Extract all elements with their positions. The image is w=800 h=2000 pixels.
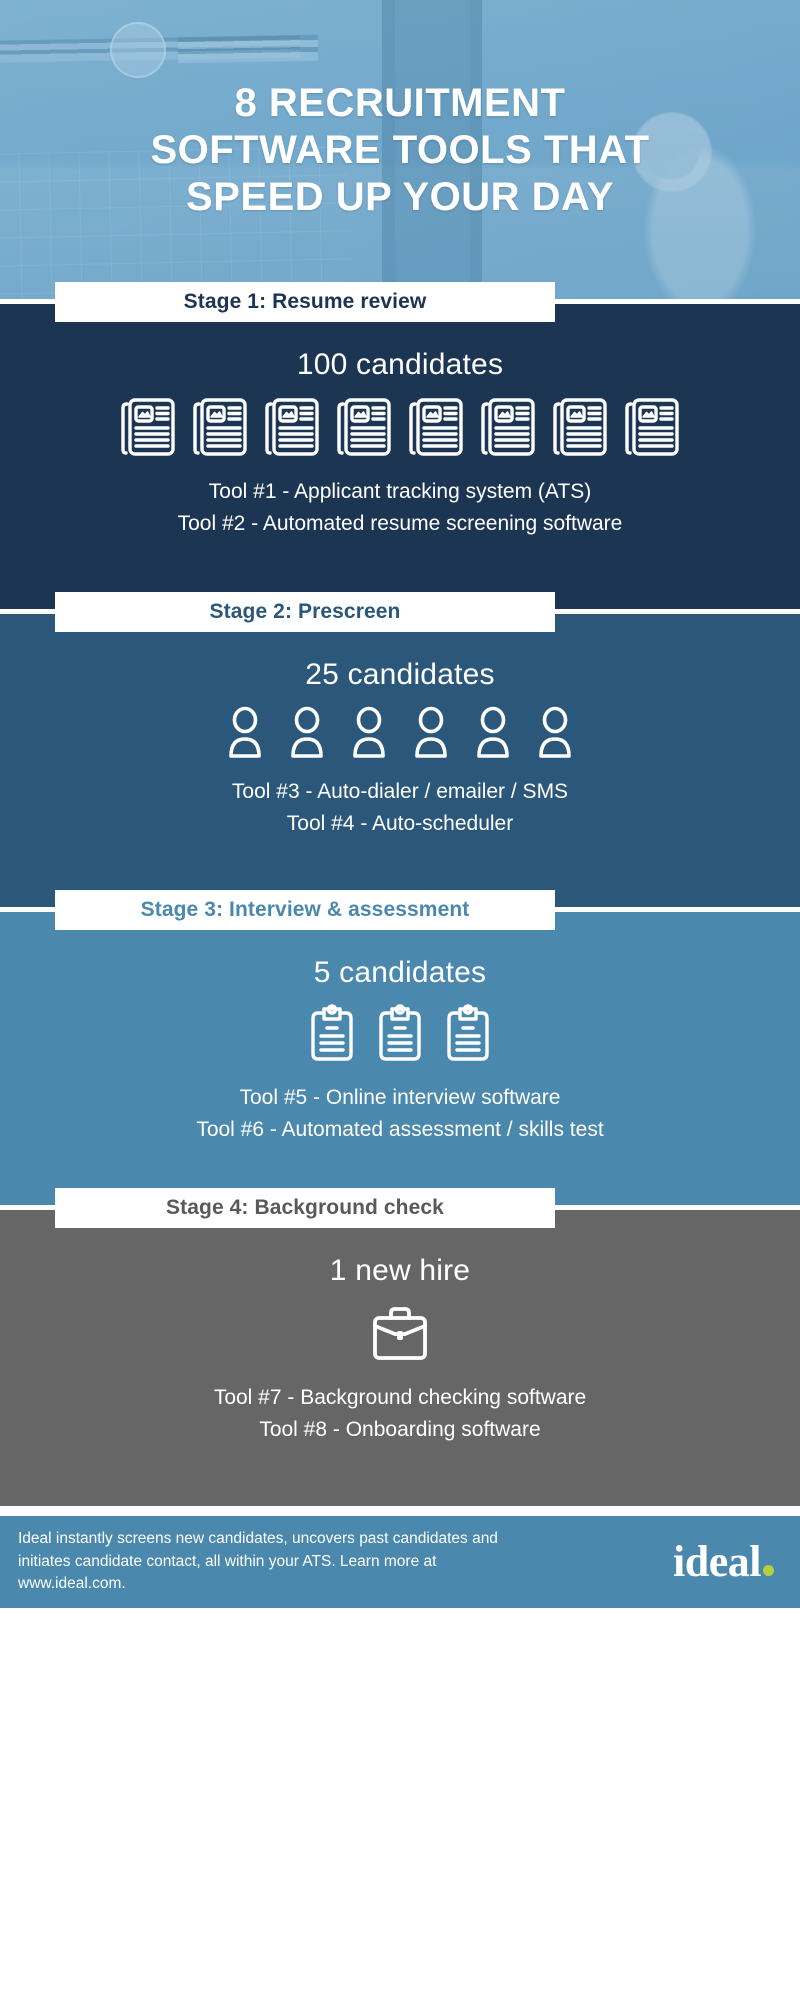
stage-label-text-3: Stage 3: Interview & assessment [140,898,470,921]
stage-content-4: 1 new hire Tool #7 - Background checking… [0,1208,800,1472]
tool-item: Tool #2 - Automated resume screening sof… [177,511,623,535]
stage-section-2: Stage 2: Prescreen 25 candidates [0,592,800,910]
stage-content-1: 100 candidates [0,302,800,566]
candidate-count-2: 25 candidates [305,658,495,691]
footer-description: Ideal instantly screens new candidates, … [18,1530,498,1593]
stage-label-bar-4: Stage 4: Background check [55,1188,555,1228]
clipboard-icon [379,1004,421,1061]
tool-item: Tool #7 - Background checking software [213,1386,587,1409]
stage-content-3: 5 candidates [0,910,800,1172]
resume-document-icon [553,398,607,456]
clipboard-icon [447,1004,489,1061]
stage-label-text-1: Stage 1: Resume review [183,290,427,313]
tools-list-3: Tool #5 - Online interview software Tool… [0,1082,800,1146]
ideal-logo-dot-icon [763,1565,774,1576]
tools-list-2: Tool #3 - Auto-dialer / emailer / SMS To… [0,776,800,840]
page-title-line-2: SOFTWARE TOOLS THAT [150,128,650,173]
candidate-count-1: 100 candidates [296,348,504,381]
page-title-line-1: 8 RECRUITMENT [234,81,566,125]
resume-document-icon [337,398,391,456]
person-icon [477,706,509,758]
tool-item: Tool #8 - Onboarding software [259,1417,541,1441]
icon-row-people [0,706,800,758]
person-icon [415,706,447,758]
resume-document-icon [481,398,535,456]
tool-item: Tool #4 - Auto-scheduler [286,811,514,835]
resume-document-icon [121,398,175,456]
icon-row-resumes [0,396,800,458]
person-icon [539,706,571,758]
page-title-line-3: SPEED UP YOUR DAY [186,175,614,220]
candidate-count-3: 5 candidates [313,956,487,989]
hero-banner: 8 RECRUITMENT SOFTWARE TOOLS THAT SPEED … [0,0,800,302]
stage-section-4: Stage 4: Background check 1 new hire Too… [0,1188,800,1506]
stage-label-text-4: Stage 4: Background check [166,1196,444,1219]
footer-bar: Ideal instantly screens new candidates, … [0,1516,800,1608]
briefcase-icon [373,1307,427,1360]
resume-document-icon [625,398,679,456]
stage-label-bar-3: Stage 3: Interview & assessment [55,890,555,930]
ideal-logo-text: ideal [673,1537,761,1586]
resume-document-icon [265,398,319,456]
page-title: 8 RECRUITMENT SOFTWARE TOOLS THAT SPEED … [0,80,800,222]
tool-item: Tool #5 - Online interview software [239,1086,561,1109]
stage-label-bar-1: Stage 1: Resume review [55,282,555,322]
tools-list-1: Tool #1 - Applicant tracking system (ATS… [0,476,800,540]
icon-row-clipboards [0,1004,800,1064]
resume-document-icon [193,398,247,456]
footer-divider [0,1506,800,1516]
person-icon [291,706,323,758]
person-icon [353,706,385,758]
stage-label-text-2: Stage 2: Prescreen [209,600,401,623]
tool-item: Tool #6 - Automated assessment / skills … [196,1117,604,1141]
stage-section-1: Stage 1: Resume review 100 candidates [0,282,800,612]
stage-content-2: 25 candidates [0,612,800,866]
stage-label-bar-2: Stage 2: Prescreen [55,592,555,632]
hero-blue-tint-overlay [0,0,800,302]
ideal-logo: ideal [673,1540,778,1584]
tools-list-4: Tool #7 - Background checking software T… [0,1382,800,1446]
person-icon [229,706,261,758]
resume-document-icon [409,398,463,456]
icon-row-briefcase [0,1302,800,1364]
candidate-count-4: 1 new hire [329,1254,471,1287]
tool-item: Tool #1 - Applicant tracking system (ATS… [208,480,592,503]
clipboard-icon [311,1004,353,1061]
stage-section-3: Stage 3: Interview & assessment 5 candid… [0,890,800,1208]
tool-item: Tool #3 - Auto-dialer / emailer / SMS [231,780,569,803]
